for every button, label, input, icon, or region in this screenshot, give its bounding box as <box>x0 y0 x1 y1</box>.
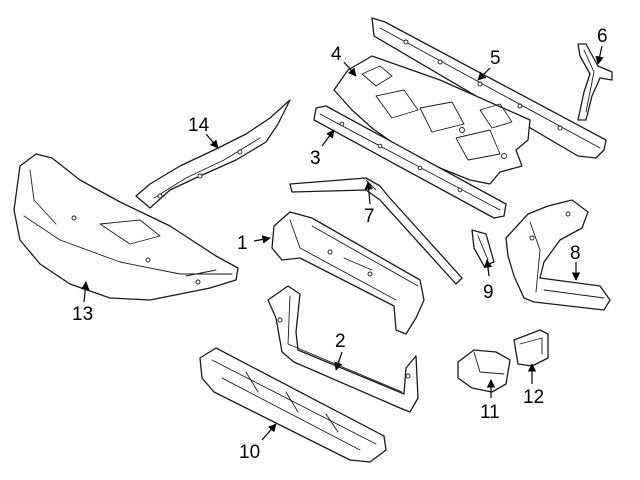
part-1-radiator-support-upper <box>271 211 425 335</box>
callout-11: 11 <box>480 402 500 423</box>
callout-2: 2 <box>335 331 346 352</box>
callout-5: 5 <box>490 48 501 69</box>
leader-9 <box>483 259 493 277</box>
part-3-lower-tie-bar <box>313 105 507 219</box>
leader-7 <box>364 181 373 205</box>
part-4-upper-cover <box>333 55 531 185</box>
leader-6 <box>595 45 604 65</box>
part-14-side-deflector <box>135 99 291 209</box>
leader-14 <box>205 133 219 149</box>
part-12-duct <box>513 329 549 367</box>
callout-10: 10 <box>239 442 260 463</box>
callout-leaders <box>81 45 604 441</box>
part-10-energy-absorber <box>199 347 387 463</box>
callout-9: 9 <box>483 282 494 303</box>
leader-10 <box>261 423 277 441</box>
leader-1 <box>253 235 271 244</box>
callout-1: 1 <box>237 233 248 254</box>
callout-13: 13 <box>72 304 93 325</box>
part-2-radiator-support-lower <box>267 285 419 413</box>
part-6-bracket <box>577 43 613 121</box>
part-13-air-deflector <box>13 153 239 301</box>
callout-6: 6 <box>597 26 608 47</box>
part-9-small-bracket <box>471 229 495 267</box>
callout-labels: 1 2 3 4 5 6 7 8 9 10 11 12 13 14 <box>72 26 608 463</box>
callout-4: 4 <box>331 44 342 65</box>
callout-3: 3 <box>310 148 321 169</box>
leader-13 <box>81 281 90 303</box>
callout-7: 7 <box>364 206 375 227</box>
part-11-lower-bracket <box>457 349 511 393</box>
callout-14: 14 <box>188 115 210 136</box>
callout-12: 12 <box>523 387 544 408</box>
leader-5 <box>477 67 491 81</box>
leader-3 <box>321 129 335 147</box>
part-5-upper-tie-bar <box>371 17 607 159</box>
leader-4 <box>343 61 357 77</box>
part-8-side-support <box>505 199 611 311</box>
callout-8: 8 <box>570 243 581 264</box>
leader-2 <box>334 351 343 371</box>
